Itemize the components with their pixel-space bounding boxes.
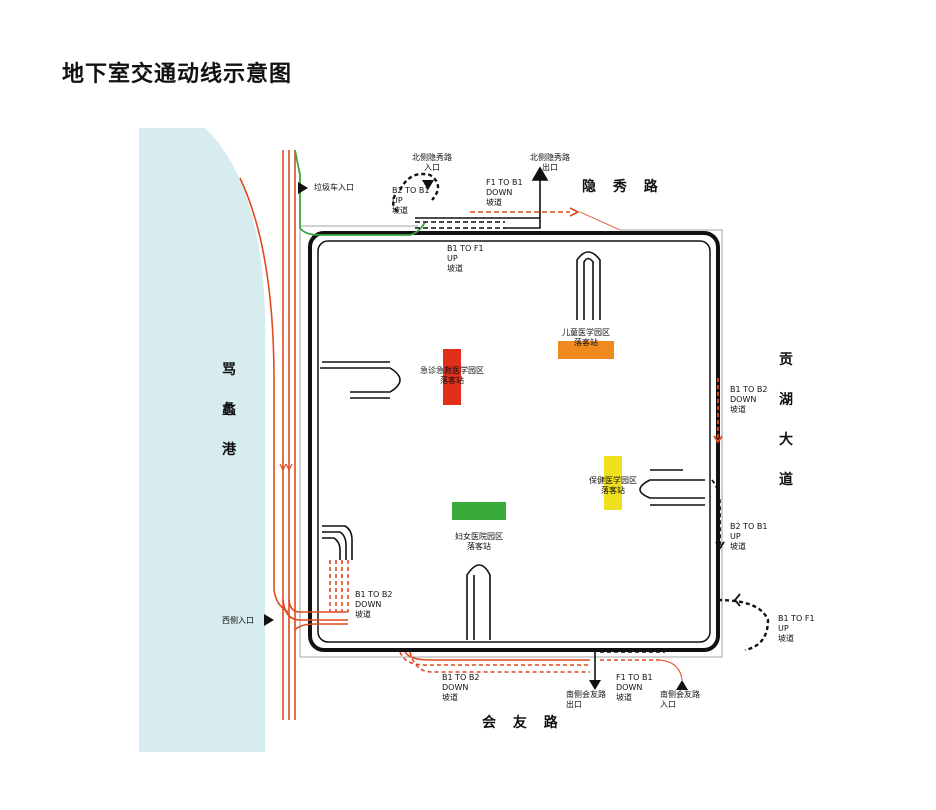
b1-to-f1-north-label: B1 TO F1 UP 坡道 [447,244,484,273]
east-road-char-1: 贡 [779,352,793,368]
f1-to-b1-north-label: F1 TO B1 DOWN 坡道 [486,178,523,207]
east-road-char-2: 湖 [779,392,793,408]
north-road-name: 隐 秀 路 [582,179,664,195]
north-ramps [391,166,549,229]
east-road-char-4: 道 [779,472,793,488]
station-healthcare-box [604,456,622,510]
south-ramps [399,651,683,681]
south-exit-label: 南侧会友路 出口 [566,690,606,709]
b1-to-b2-east-label: B1 TO B2 DOWN 坡道 [730,385,768,414]
station-emergency-label: 急诊急救医学园区 落客站 [420,366,484,385]
river [139,128,266,752]
west-black-ramp [322,525,353,560]
north-entrance-marker [422,180,434,190]
east-road-name: 贡 湖 大 道 [778,340,794,500]
f1-to-b1-south-label: F1 TO B1 DOWN 坡道 [616,673,653,702]
station-women-box [452,502,506,520]
north-red-arrow [569,207,580,217]
north-entrance-label: 北侧隐秀路 入口 [412,153,452,172]
station-children-label: 儿童医学园区 落客站 [562,328,610,347]
garbage-entrance-label: 垃圾车入口 [314,183,354,192]
station-children-box [558,341,614,359]
west-road-lines [239,150,296,720]
west-entrance-label: 西侧入口 [222,616,254,625]
b2-to-b1-north-label: B2 TO B1 UP 坡道 [392,186,430,215]
south-exit-marker [589,680,601,690]
west-road-arrows [279,463,293,471]
b1-to-b2-south-label: B1 TO B2 DOWN 坡道 [442,673,480,702]
garbage-route [294,149,426,236]
page-title: 地下室交通动线示意图 [62,62,293,87]
west-ramps [282,560,349,631]
west-road-char-2: 蠡 [222,402,236,418]
healthcare-loop [639,469,705,506]
main-loop-inner [317,240,711,643]
b1-to-b2-west-label: B1 TO B2 DOWN 坡道 [355,590,393,619]
children-loop [576,251,601,320]
west-road-char-3: 港 [222,442,236,458]
station-women-label: 妇女医院园区 落客站 [455,532,503,551]
station-emergency-box [443,349,461,405]
women-loop [466,564,491,640]
b1-to-f1-east-label: B1 TO F1 UP 坡道 [778,614,815,643]
south-entrance-label: 南侧会友路 入口 [660,690,700,709]
east-ramps [711,378,770,652]
b2-to-b1-east-label: B2 TO B1 UP 坡道 [730,522,768,551]
main-loop-outer [308,231,720,652]
garbage-entrance-marker [298,182,308,194]
emergency-loop [320,361,401,399]
site-boundary [299,225,723,658]
north-red-diag [579,211,621,231]
west-road-name: 骂 蠡 港 [221,350,237,470]
station-healthcare-label: 保健医学园区 落客站 [589,476,637,495]
west-entrance-marker [264,614,274,626]
west-road-char-1: 骂 [222,362,236,378]
east-road-char-3: 大 [779,432,793,448]
south-road-name: 会 友 路 [482,715,564,731]
north-exit-label: 北侧隐秀路 出口 [530,153,570,172]
south-entrance-marker [676,680,688,690]
